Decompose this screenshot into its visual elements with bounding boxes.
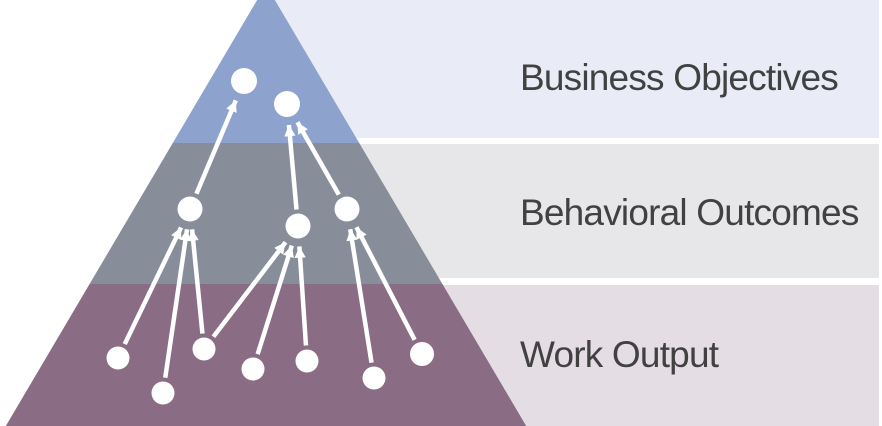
- edge-behavior-1-to-business-1: [194, 99, 238, 195]
- band-label-business-objectives: Business Objectives: [520, 57, 839, 98]
- graph-node-work-3: [192, 337, 216, 361]
- graph-node-work-1: [106, 346, 130, 370]
- graph-node-work-2: [151, 381, 175, 405]
- band-behavioral-outcomes: Behavioral Outcomes: [266, 144, 879, 278]
- band-business-objectives: Business Objectives: [266, 0, 879, 138]
- edge-work-2-to-behavior-1: [163, 228, 191, 378]
- graph-node-behavior-1: [177, 196, 203, 222]
- band-label-work-output: Work Output: [520, 334, 719, 375]
- band-work-output: Work Output: [266, 285, 879, 426]
- graph-node-business-1: [231, 68, 257, 94]
- band-label-behavioral-outcomes: Behavioral Outcomes: [520, 192, 859, 233]
- edge-work-3-to-behavior-1: [187, 229, 205, 334]
- edge-work-1-to-behavior-1: [122, 226, 184, 346]
- graph-node-work-4: [241, 357, 265, 381]
